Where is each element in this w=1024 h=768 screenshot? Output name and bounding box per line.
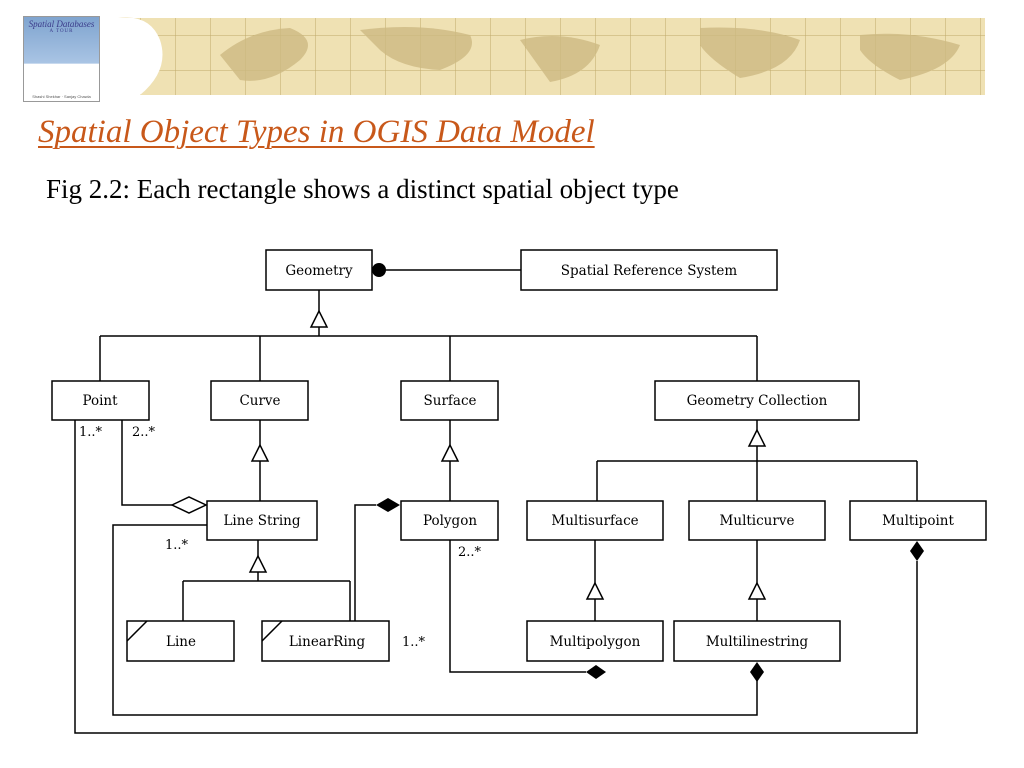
curve-box [210,380,309,421]
surface-label: Surface [424,393,477,409]
linear-ring-label: LinearRing [289,634,366,650]
inheritance-arrow-icon [747,428,767,447]
multiplicity-label: 1..* [402,635,426,650]
diagram-boxes [51,249,987,662]
inheritance-arrow-icon [440,443,460,462]
book-cover-image: Spatial Databases A TOUR Shashi Shekhar … [23,16,100,102]
multilinestring-box [673,620,841,662]
point-box [51,380,150,421]
inheritance-arrow-icon [309,309,329,328]
composition-diamond-icon [750,662,764,682]
line-box [126,620,235,662]
header-banner: Spatial Databases A TOUR Shashi Shekhar … [0,0,1024,102]
diagram-markers [170,263,924,682]
multisurface-label: Multisurface [551,513,638,529]
slide-title: Spatial Object Types in OGIS Data Model [38,114,595,150]
multipoint-box [849,500,987,541]
geometry-collection-label: Geometry Collection [687,393,828,409]
multipolygon-box [526,620,664,662]
multilinestring-label: Multilinestring [706,634,809,650]
inheritance-arrow-icon [585,581,605,600]
composition-diamond-icon [586,665,606,679]
world-map-strip [118,17,985,95]
inheritance-arrow-icon [248,554,268,573]
aggregation-diamond-icon [170,496,208,514]
polygon-label: Polygon [423,513,477,529]
linear-ring-box [261,620,390,662]
inheritance-arrow-icon [747,581,767,600]
geometry-label: Geometry [285,263,353,279]
geometry-collection-box [654,380,860,421]
association-dot-icon [372,263,386,277]
srs-box [520,249,778,291]
multiplicity-label: 1..* [165,538,189,553]
multiplicity-label: 2..* [132,425,156,440]
multicurve-label: Multicurve [720,513,795,529]
multisurface-box [526,500,664,541]
composition-diamond-icon [376,498,400,512]
book-subtitle: A TOUR [49,29,74,34]
multiplicity-label: 1..* [79,425,103,440]
multipolygon-label: Multipolygon [550,634,641,650]
composition-diamond-icon [910,541,924,561]
figure-caption: Fig 2.2: Each rectangle shows a distinct… [46,174,679,204]
surface-box [400,380,499,421]
abstract-marks [126,620,283,642]
geometry-box [265,249,373,291]
curve-label: Curve [239,393,280,409]
polygon-box [400,500,499,541]
line-label: Line [166,634,196,650]
line-string-box [206,500,318,541]
multicurve-box [688,500,826,541]
diagram-lines [74,269,918,734]
inheritance-arrow-icon [250,443,270,462]
book-authors: Shashi Shekhar · Sanjay Chawla [32,94,91,99]
multiplicity-label: 2..* [458,545,482,560]
point-label: Point [82,393,118,409]
srs-label: Spatial Reference System [561,263,738,279]
line-string-label: Line String [223,513,300,529]
multipoint-label: Multipoint [882,513,954,529]
book-title: Spatial Databases [28,19,95,29]
